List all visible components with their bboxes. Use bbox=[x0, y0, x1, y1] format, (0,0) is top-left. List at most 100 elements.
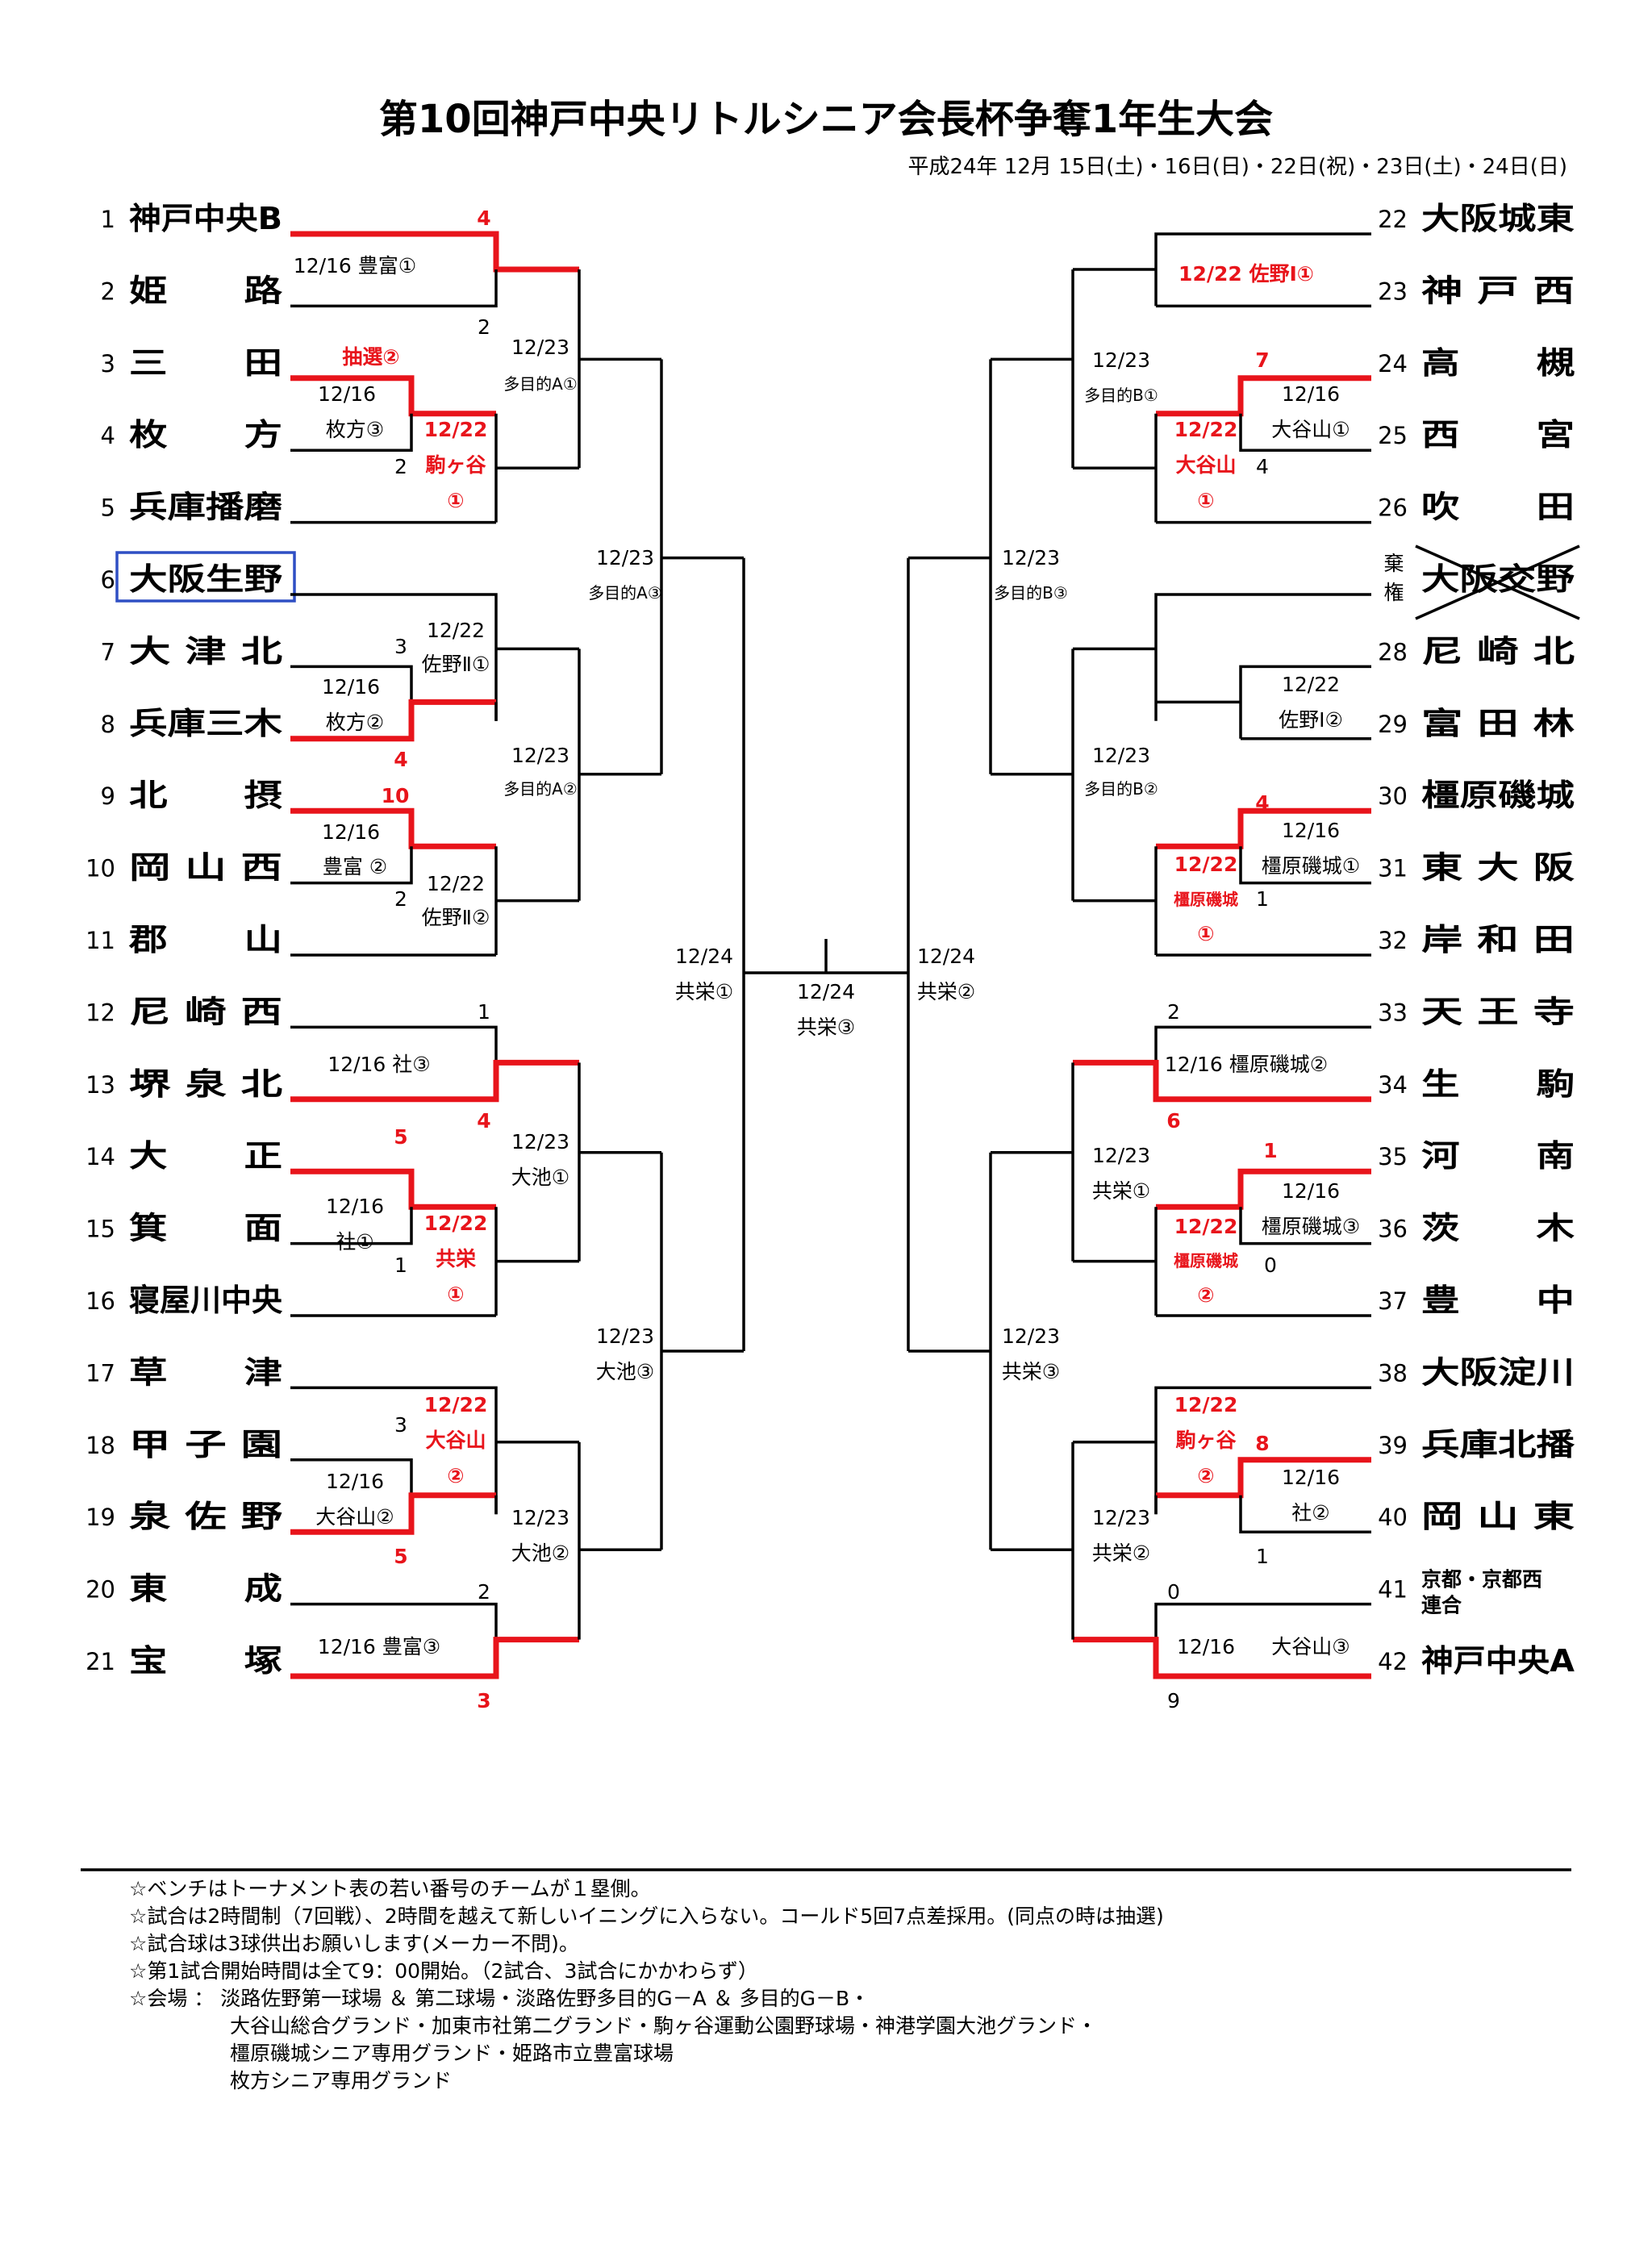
team-number: 14 bbox=[86, 1143, 115, 1170]
team-number: 13 bbox=[86, 1071, 115, 1099]
team-number: 7 bbox=[101, 638, 115, 665]
match-label: 12/22 bbox=[427, 619, 485, 642]
team-name: 橿原磯城 bbox=[1421, 778, 1575, 813]
score: 1 bbox=[478, 1000, 490, 1024]
score: 1 bbox=[1256, 1545, 1269, 1568]
team-number: 22 bbox=[1378, 206, 1408, 233]
match-label: 12/24 bbox=[675, 945, 733, 968]
team-number: 36 bbox=[1378, 1216, 1408, 1243]
match-label: 社② bbox=[1291, 1501, 1329, 1525]
score: 0 bbox=[1167, 1580, 1180, 1604]
team-number: 11 bbox=[86, 927, 115, 954]
team-name: 河 南 bbox=[1421, 1138, 1575, 1174]
team-name: 姫 路 bbox=[129, 273, 283, 308]
bracket-line bbox=[1154, 1025, 1371, 1063]
match-label: 共栄③ bbox=[1002, 1360, 1060, 1383]
match-label: 大谷山① bbox=[1271, 418, 1350, 441]
match-label: 共栄② bbox=[917, 980, 975, 1003]
score: 3 bbox=[394, 635, 407, 658]
match-label: 12/22 bbox=[427, 872, 485, 895]
match-label: 大池① bbox=[511, 1166, 569, 1189]
match-label: 12/16 bbox=[322, 675, 380, 699]
match-label: ① bbox=[1197, 489, 1214, 512]
match-label: 大谷山③ bbox=[1271, 1635, 1350, 1658]
match-label: 12/23 bbox=[511, 744, 569, 767]
match-label: 大谷山② bbox=[315, 1505, 394, 1529]
score: 3 bbox=[394, 1413, 407, 1437]
bracket-line bbox=[1239, 1207, 1371, 1245]
bracket-line bbox=[290, 413, 413, 452]
highlight-box bbox=[115, 551, 296, 603]
match-label: 橿原磯城 bbox=[1174, 890, 1238, 909]
notes: ☆ベンチはトーナメント表の若い番号のチームが１塁側。 ☆試合は2時間制（7回戦）… bbox=[129, 1875, 1164, 2095]
match-label: 12/22 bbox=[1174, 1215, 1238, 1238]
match-label: 12/16 bbox=[1282, 1466, 1340, 1489]
match-label: 12/16 豊富① bbox=[294, 254, 416, 277]
team-name: 岡 山 西 bbox=[129, 850, 282, 886]
forfeit-mark: 棄 bbox=[1383, 552, 1404, 575]
match-label: 多目的A① bbox=[503, 374, 578, 394]
team-number: 24 bbox=[1378, 350, 1408, 378]
winner-path bbox=[290, 1168, 496, 1210]
match-label: 多目的A③ bbox=[588, 583, 662, 603]
match-label: ① bbox=[447, 489, 464, 512]
team-number: 38 bbox=[1378, 1359, 1408, 1387]
match-label: 共栄② bbox=[1092, 1541, 1150, 1565]
score: 4 bbox=[1256, 455, 1269, 478]
match-label: 12/16 豊富③ bbox=[318, 1635, 440, 1658]
bracket-line bbox=[290, 1458, 413, 1496]
team-name: 兵庫播磨 bbox=[129, 490, 282, 525]
team-name: 大阪城東 bbox=[1421, 201, 1575, 236]
team-number: 28 bbox=[1378, 638, 1408, 665]
team-number: 2 bbox=[101, 277, 115, 305]
team-number: 34 bbox=[1378, 1071, 1408, 1099]
score: 2 bbox=[394, 455, 407, 478]
match-label: 共栄 bbox=[436, 1247, 477, 1270]
bracket-line bbox=[290, 665, 413, 703]
match-label: 12/22 bbox=[424, 1212, 488, 1235]
winner-path bbox=[290, 1492, 496, 1535]
match-label: 12/23 bbox=[511, 336, 569, 359]
match-label: 多目的B③ bbox=[994, 583, 1068, 603]
winner-path bbox=[290, 807, 496, 849]
match-label: 多目的B② bbox=[1084, 779, 1158, 799]
team-name: 豊 中 bbox=[1421, 1283, 1575, 1318]
match-label: 駒ヶ谷 bbox=[1175, 1429, 1237, 1452]
team-number: 33 bbox=[1378, 999, 1408, 1026]
score: 10 bbox=[382, 784, 410, 807]
team-name: 大阪淀川 bbox=[1421, 1354, 1575, 1390]
bracket-line bbox=[1154, 232, 1371, 307]
team-name: 大 津 北 bbox=[129, 633, 282, 669]
team-name: 甲 子 園 bbox=[129, 1427, 282, 1462]
winner-path bbox=[290, 375, 496, 417]
team-number: 16 bbox=[86, 1287, 115, 1315]
match-label: 枚方③ bbox=[326, 418, 384, 441]
team-number: 3 bbox=[101, 350, 115, 378]
match-label: 12/16 社③ bbox=[327, 1053, 430, 1076]
team-name: 兵庫北播 bbox=[1421, 1427, 1575, 1462]
team-number: 42 bbox=[1378, 1648, 1408, 1675]
match-label: 12/16 bbox=[1282, 819, 1340, 842]
match-label: ① bbox=[1197, 922, 1214, 945]
bracket-line bbox=[1239, 846, 1371, 885]
team-number: 37 bbox=[1378, 1287, 1408, 1315]
team-number: 1 bbox=[101, 206, 115, 233]
match-label: 12/16 橿原磯城② bbox=[1165, 1053, 1328, 1076]
match-label: ② bbox=[1197, 1283, 1214, 1307]
team-number: 41 bbox=[1378, 1576, 1408, 1604]
score: 4 bbox=[477, 1109, 490, 1133]
team-name: 茨 木 bbox=[1421, 1211, 1575, 1246]
team-name: 西 宮 bbox=[1421, 417, 1575, 453]
team-name: 大阪交野 bbox=[1421, 561, 1575, 597]
match-label: 12/22 bbox=[1174, 1393, 1238, 1416]
team-number: 4 bbox=[101, 422, 115, 449]
team-number: 30 bbox=[1378, 782, 1408, 810]
match-label: 橿原磯城 bbox=[1174, 1251, 1238, 1270]
score: 9 bbox=[1167, 1689, 1180, 1712]
team-number: 26 bbox=[1378, 494, 1408, 522]
team-number: 39 bbox=[1378, 1432, 1408, 1459]
note-line: 枚方シニア専用グランド bbox=[129, 2069, 453, 2092]
match-label: 大谷山 bbox=[1175, 453, 1236, 477]
match-label: 多目的B① bbox=[1084, 386, 1158, 405]
match-label: 12/23 bbox=[1092, 744, 1150, 767]
